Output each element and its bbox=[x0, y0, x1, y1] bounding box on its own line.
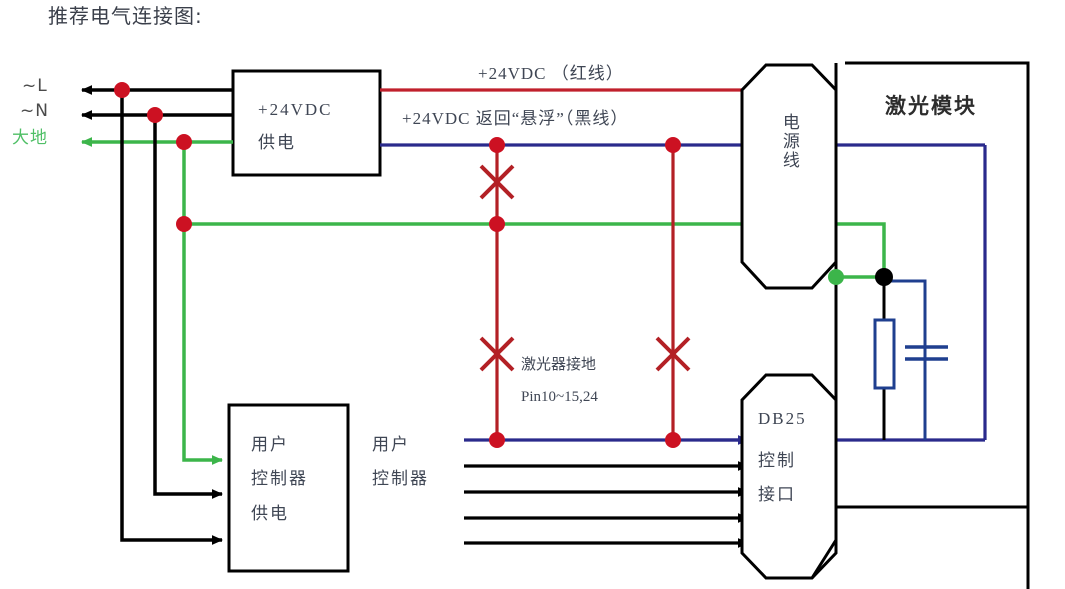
terminal-label-earth: 大地 bbox=[12, 128, 48, 148]
db25-label-line3: 接口 bbox=[758, 485, 796, 504]
laser-module-left-wall bbox=[810, 63, 838, 579]
mains-L-drop bbox=[120, 90, 223, 545]
terminal-label-line: ~L bbox=[22, 76, 48, 96]
db25-label-line2: 控制 bbox=[758, 451, 796, 470]
capacitor-symbol bbox=[905, 345, 948, 361]
earth-drop bbox=[182, 142, 223, 465]
user-ctrl-psu-line1: 用户 bbox=[251, 435, 289, 454]
mains-N-drop bbox=[153, 115, 223, 499]
db25-connector bbox=[740, 373, 838, 580]
junction-dot bbox=[147, 107, 163, 123]
no-connect-branch-right bbox=[655, 145, 691, 440]
laser-module-enclosure bbox=[845, 61, 1030, 589]
laser-module-label: 激光模块 bbox=[885, 94, 977, 118]
user-controller-psu-box bbox=[227, 403, 350, 573]
junction-dot bbox=[489, 137, 505, 153]
power-cord-connector bbox=[740, 63, 838, 290]
resistor-symbol bbox=[873, 318, 896, 390]
x-cross-no-connect-lower-left bbox=[479, 336, 515, 372]
psu-label-line1: +24VDC bbox=[258, 100, 333, 119]
junction-dot bbox=[665, 432, 681, 448]
chassis-ground-branch bbox=[873, 277, 948, 440]
user-ctrl-line2: 控制器 bbox=[372, 469, 429, 488]
user-ctrl-psu-line3: 供电 bbox=[251, 504, 289, 523]
junction-dot bbox=[665, 137, 681, 153]
terminal-label-neutral: ~N bbox=[20, 101, 49, 121]
user-ctrl-psu-line2: 控制器 bbox=[251, 469, 308, 488]
ground-note-line2: Pin10~15,24 bbox=[521, 389, 598, 405]
psu-box bbox=[231, 69, 382, 177]
wire-label-return-black: +24VDC 返回“悬浮”（黑线） bbox=[402, 109, 629, 128]
control-signal-lines bbox=[464, 461, 749, 548]
junction-dots bbox=[114, 82, 893, 448]
junction-dot-earth bbox=[828, 269, 844, 285]
page-title: 推荐电气连接图: bbox=[48, 4, 203, 28]
junction-dot bbox=[176, 216, 192, 232]
junction-dot-chassis bbox=[875, 268, 893, 286]
no-connect-branch-left bbox=[479, 145, 515, 440]
return-float-wire bbox=[380, 143, 987, 442]
junction-dot bbox=[114, 82, 130, 98]
ground-note-line1: 激光器接地 bbox=[521, 357, 597, 373]
junction-dot bbox=[176, 134, 192, 150]
user-ctrl-line1: 用户 bbox=[372, 435, 410, 454]
junction-dot bbox=[489, 432, 505, 448]
x-cross-no-connect-upper bbox=[479, 164, 515, 200]
psu-label-line2: 供电 bbox=[258, 133, 296, 152]
power-cord-label: 电源线 bbox=[779, 113, 799, 170]
db25-label-line1: DB25 bbox=[758, 409, 807, 428]
wire-label-plus24-red: +24VDC （红线） bbox=[478, 64, 624, 83]
junction-dot bbox=[489, 216, 505, 232]
x-cross-no-connect-lower-right bbox=[655, 336, 691, 372]
